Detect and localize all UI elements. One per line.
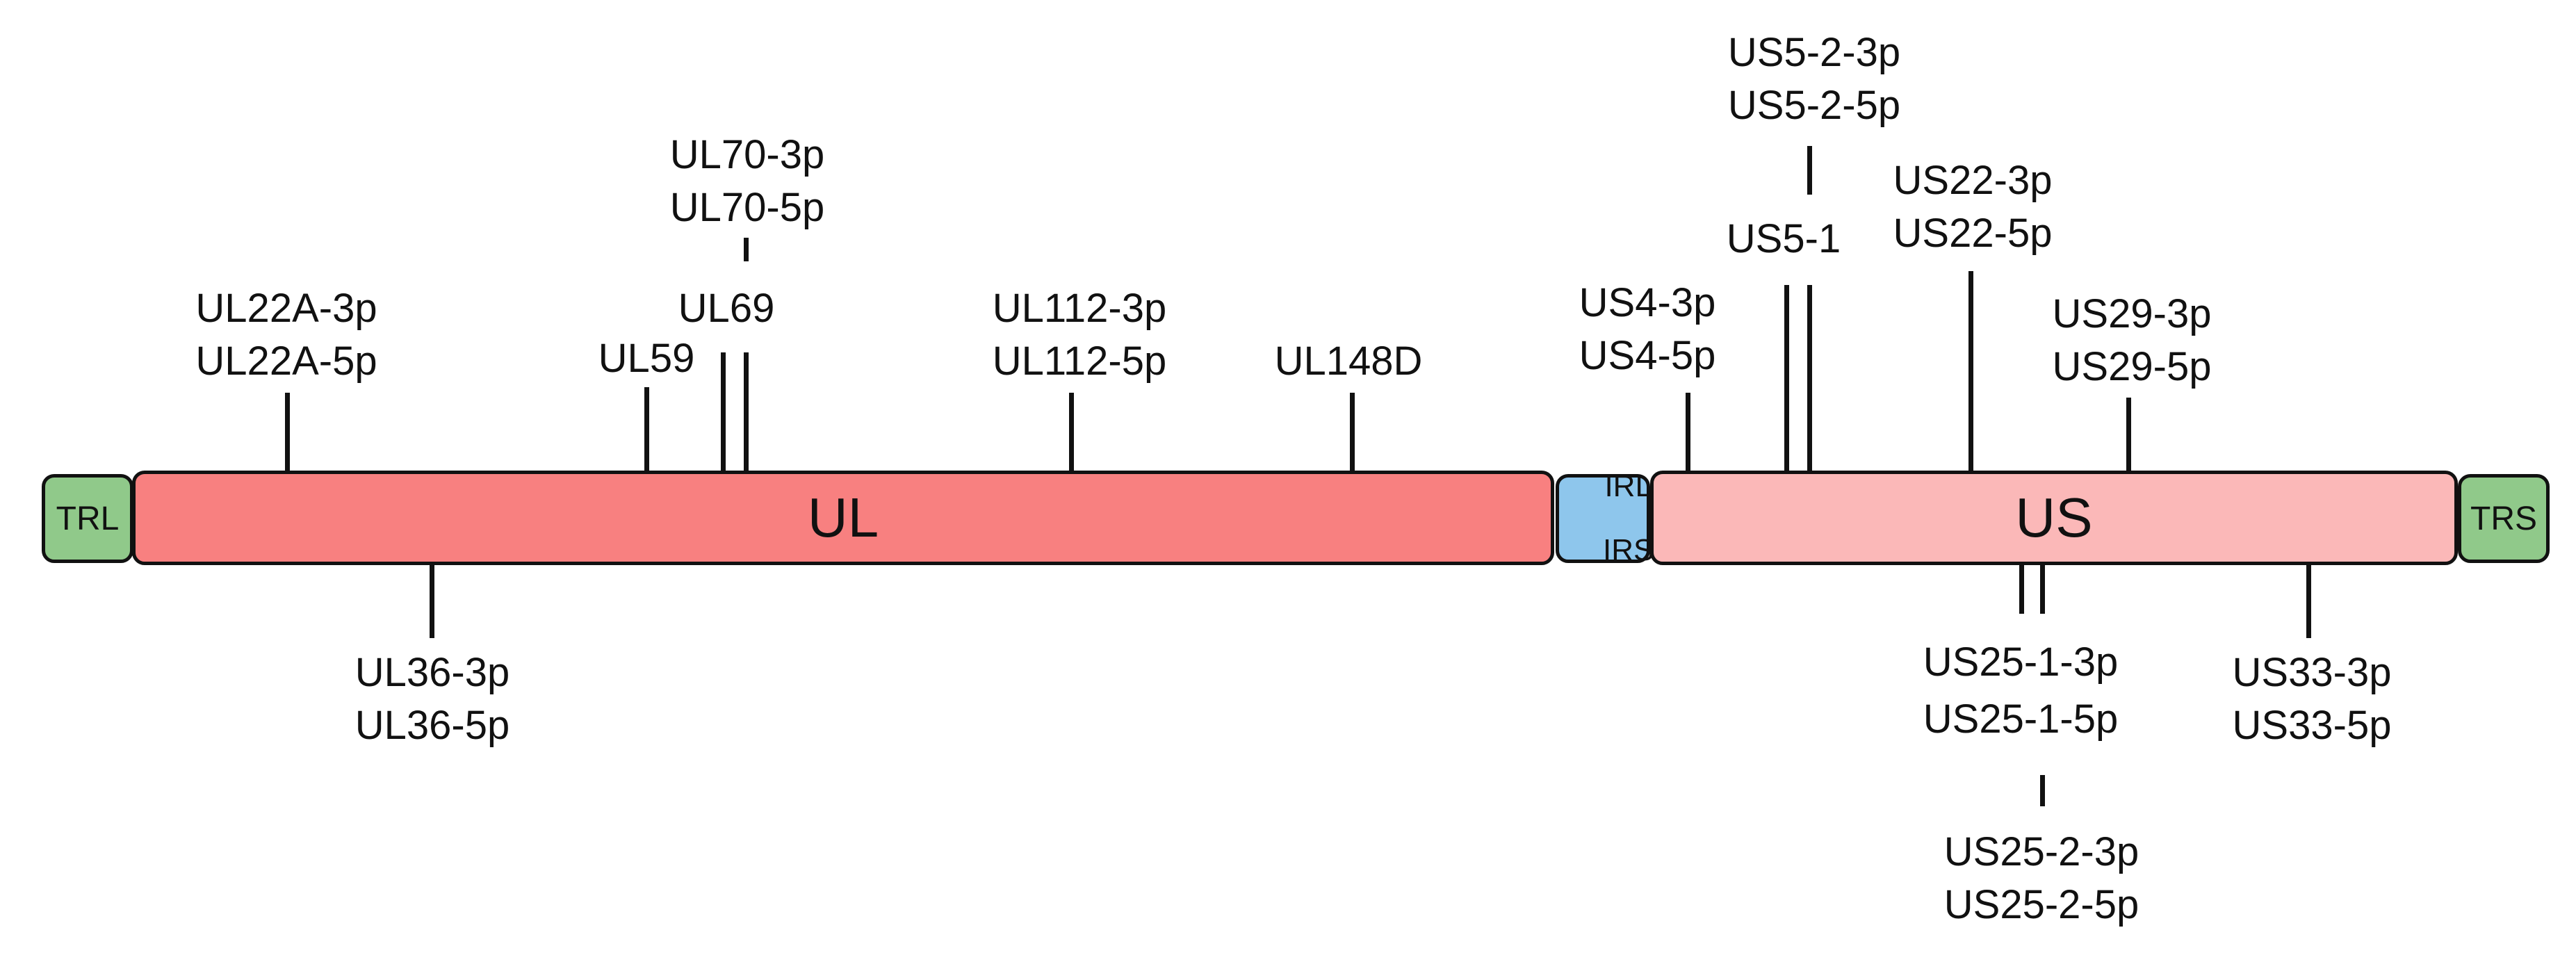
tick-us25-2 <box>2040 565 2045 614</box>
tick-ul148d <box>1350 393 1355 471</box>
label-us29-5p: US29-5p <box>2052 344 2212 389</box>
segment-trs: TRS <box>2458 474 2550 563</box>
label-ul36: UL36-3p UL36-5p <box>355 646 510 752</box>
label-us33-3p: US33-3p <box>2232 650 2392 695</box>
label-ul69: UL69 <box>678 282 775 335</box>
label-ul70-3p: UL70-3p <box>669 132 825 177</box>
label-ul22a-5p: UL22A-5p <box>195 339 377 384</box>
segment-trl: TRL <box>42 474 133 563</box>
label-us5-2-3p: US5-2-3p <box>1727 30 1901 75</box>
tick-us29 <box>2126 398 2131 471</box>
label-ul36-3p: UL36-3p <box>354 650 510 695</box>
tick-ul36 <box>430 565 434 638</box>
tick-us5-2 <box>1807 285 1812 471</box>
label-ul148d: UL148D <box>1275 335 1423 388</box>
label-ul22a-3p: UL22A-3p <box>195 286 377 331</box>
tick-us22 <box>1968 271 1973 471</box>
segment-ul-label: UL <box>807 487 879 548</box>
label-us22-5p: US22-5p <box>1893 211 2053 256</box>
label-ul59-text: UL59 <box>598 336 695 381</box>
label-ul36-5p: UL36-5p <box>354 703 510 748</box>
segment-irl-irs-label: IRL IRS <box>1552 439 1654 599</box>
label-us25-1-5p: US25-1-5p <box>1923 696 2119 742</box>
segment-ul: UL <box>132 471 1554 565</box>
label-us5-2-5p: US5-2-5p <box>1727 83 1901 128</box>
segment-us: US <box>1650 471 2458 565</box>
label-us25-2-3p: US25-2-3p <box>1943 829 2139 874</box>
label-ul70-5p: UL70-5p <box>669 185 825 230</box>
tick-us33 <box>2306 565 2311 638</box>
segment-irl-irs: IRL IRS <box>1556 470 1654 566</box>
tick-us4 <box>1686 393 1690 471</box>
label-ul112-5p: UL112-5p <box>992 339 1167 384</box>
label-ul22a: UL22A-3p UL22A-5p <box>195 282 377 388</box>
tick-us5-2-upper <box>1807 146 1812 195</box>
label-us25-2-5p: US25-2-5p <box>1943 882 2139 927</box>
label-us5-2: US5-2-3p US5-2-5p <box>1728 26 1900 132</box>
label-us29-3p: US29-3p <box>2052 291 2212 336</box>
label-us22: US22-3p US22-5p <box>1893 154 2053 260</box>
label-us5-1-text: US5-1 <box>1726 216 1841 261</box>
segment-irl-label: IRL <box>1604 468 1652 503</box>
segment-us-label: US <box>2015 487 2093 548</box>
tick-ul112 <box>1069 393 1074 471</box>
tick-us25-2-lower <box>2040 775 2045 806</box>
tick-ul69 <box>721 352 726 471</box>
label-ul69-text: UL69 <box>678 286 775 331</box>
tick-ul22a <box>285 393 290 471</box>
label-us25-1: US25-1-3p US25-1-5p <box>1923 634 2118 748</box>
label-us4: US4-3p US4-5p <box>1579 277 1716 382</box>
tick-us5-1 <box>1784 285 1789 471</box>
label-ul59: UL59 <box>598 332 695 385</box>
tick-ul70 <box>744 352 749 471</box>
label-us22-3p: US22-3p <box>1893 158 2053 203</box>
label-ul148d-text: UL148D <box>1274 339 1423 384</box>
label-us29: US29-3p US29-5p <box>2053 288 2212 393</box>
label-ul112-3p: UL112-3p <box>992 286 1167 331</box>
label-ul112: UL112-3p UL112-5p <box>993 282 1166 388</box>
label-us25-2: US25-2-3p US25-2-5p <box>1944 826 2139 931</box>
label-us4-5p: US4-5p <box>1579 333 1716 378</box>
tick-us25-1 <box>2019 565 2024 614</box>
tick-ul70-upper <box>744 238 749 261</box>
label-us25-1-3p: US25-1-3p <box>1923 639 2119 685</box>
label-us4-3p: US4-3p <box>1579 280 1716 325</box>
label-us33: US33-3p US33-5p <box>2233 646 2392 752</box>
label-ul70: UL70-3p UL70-5p <box>670 129 824 234</box>
label-us33-5p: US33-5p <box>2232 703 2392 748</box>
tick-ul59 <box>644 387 649 471</box>
segment-irs-label: IRS <box>1603 533 1654 568</box>
segment-trs-label: TRS <box>2470 500 2537 537</box>
segment-trl-label: TRL <box>56 500 120 537</box>
label-us5-1: US5-1 <box>1727 213 1841 266</box>
